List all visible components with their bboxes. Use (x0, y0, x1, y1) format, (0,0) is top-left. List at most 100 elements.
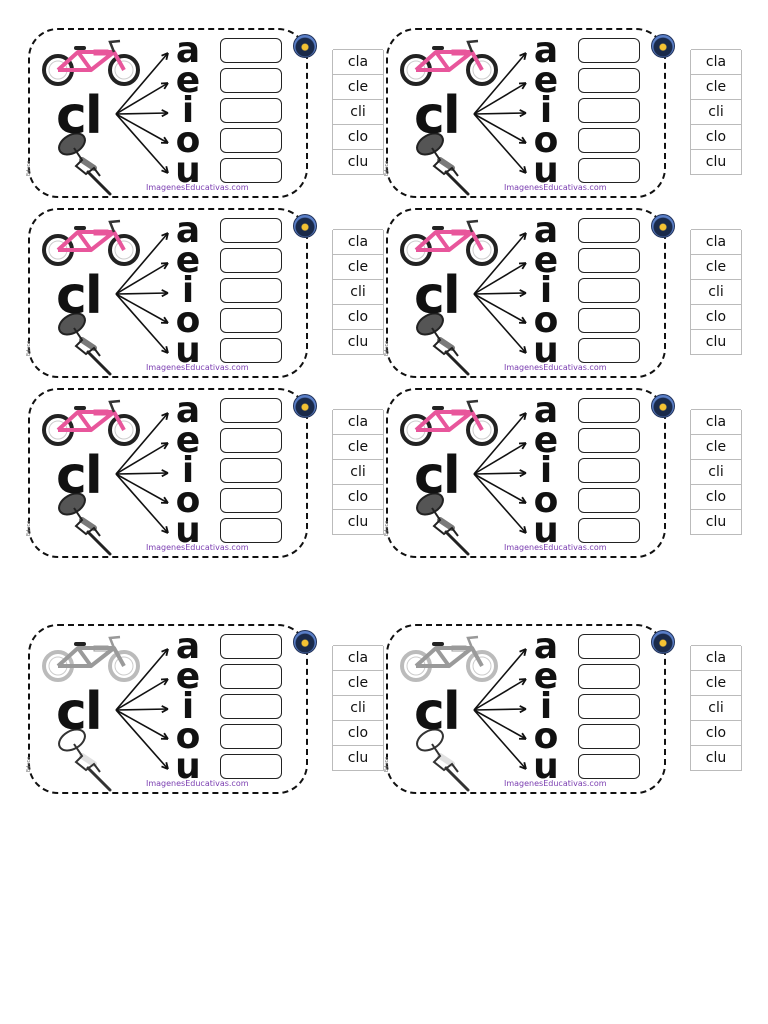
answer-box[interactable] (578, 398, 640, 423)
answer-box[interactable] (578, 458, 640, 483)
syllable-cell[interactable]: clu (333, 509, 383, 535)
thumbtack-icon (410, 720, 472, 792)
answer-box[interactable] (578, 68, 640, 93)
answer-box[interactable] (578, 248, 640, 273)
syllable-cell[interactable]: cla (333, 229, 383, 255)
answer-box[interactable] (578, 128, 640, 153)
syllable-cell[interactable]: cla (333, 49, 383, 75)
syllable-cell[interactable]: clu (691, 509, 741, 535)
answer-box[interactable] (578, 278, 640, 303)
syllable-cell[interactable]: cla (691, 49, 741, 75)
answer-box[interactable] (220, 458, 282, 483)
answer-box[interactable] (578, 754, 640, 779)
answer-box[interactable] (220, 488, 282, 513)
syllable-cell[interactable]: clo (691, 304, 741, 330)
thumbtack-icon (52, 304, 114, 376)
answer-box[interactable] (578, 634, 640, 659)
syllable-cell[interactable]: clo (691, 124, 741, 150)
syllable-cell[interactable]: clo (333, 720, 383, 746)
syllable-cell[interactable]: clo (691, 720, 741, 746)
vowel-letter: i (181, 450, 195, 491)
answer-box[interactable] (220, 428, 282, 453)
answer-box[interactable] (220, 128, 282, 153)
answer-box[interactable] (220, 68, 282, 93)
syllable-cell[interactable]: cli (333, 279, 383, 305)
thumbtack-icon (410, 124, 472, 196)
syllable-cell[interactable]: clo (691, 484, 741, 510)
syllable-cell[interactable]: clu (691, 149, 741, 175)
syllable-cell[interactable]: cle (691, 74, 741, 100)
answer-box[interactable] (220, 278, 282, 303)
answer-box[interactable] (578, 518, 640, 543)
dashed-card-border (28, 208, 308, 378)
answer-box[interactable] (578, 218, 640, 243)
answer-box[interactable] (220, 38, 282, 63)
vowel-letter: u (175, 330, 201, 371)
answer-box[interactable] (220, 754, 282, 779)
vowel-letter: i (181, 686, 195, 727)
syllable-cell[interactable]: cli (333, 459, 383, 485)
vowel-letter: u (533, 746, 559, 787)
answer-box[interactable] (578, 158, 640, 183)
answer-box[interactable] (220, 694, 282, 719)
answer-box[interactable] (578, 38, 640, 63)
answer-box[interactable] (578, 338, 640, 363)
vowel-letter: o (533, 480, 559, 521)
syllable-cell[interactable]: cle (333, 434, 383, 460)
syllable-cell[interactable]: cla (691, 409, 741, 435)
syllable-cell[interactable]: cla (691, 645, 741, 671)
answer-box[interactable] (220, 158, 282, 183)
syllable-cell[interactable]: clo (333, 484, 383, 510)
answer-box[interactable] (220, 338, 282, 363)
syllable-cell[interactable]: clu (333, 745, 383, 771)
answer-box[interactable] (220, 218, 282, 243)
bicycle-icon (36, 218, 146, 266)
syllable-cell[interactable]: cle (691, 434, 741, 460)
syllable-cell[interactable]: clu (333, 149, 383, 175)
answer-box[interactable] (578, 488, 640, 513)
syllable-cell[interactable]: cli (691, 279, 741, 305)
answer-box[interactable] (220, 98, 282, 123)
syllable-base: cl (414, 86, 461, 146)
vowel-letter: i (181, 270, 195, 311)
syllable-cell[interactable]: cle (333, 670, 383, 696)
syllable-cell[interactable]: clo (333, 304, 383, 330)
answer-box[interactable] (578, 98, 640, 123)
answer-box[interactable] (578, 694, 640, 719)
syllable-cell[interactable]: cli (691, 99, 741, 125)
answer-box[interactable] (220, 664, 282, 689)
syllable-cell[interactable]: cle (333, 74, 383, 100)
syllable-cell[interactable]: cla (691, 229, 741, 255)
syllable-cell[interactable]: cle (691, 254, 741, 280)
syllable-cell[interactable]: clo (333, 124, 383, 150)
answer-box[interactable] (578, 664, 640, 689)
syllable-cell[interactable]: cle (691, 670, 741, 696)
answer-box[interactable] (220, 634, 282, 659)
syllable-cell[interactable]: clu (333, 329, 383, 355)
answer-box[interactable] (220, 724, 282, 749)
bicycle-icon (394, 38, 504, 86)
vowel-letter: a (175, 626, 201, 667)
syllable-cell[interactable]: cli (691, 695, 741, 721)
answer-box[interactable] (220, 398, 282, 423)
credit-text: ImagenesEducativas.com (504, 363, 607, 372)
syllable-cell[interactable]: clu (691, 745, 741, 771)
dashed-card-border (28, 624, 308, 794)
dashed-card-border (386, 28, 666, 198)
syllable-cell[interactable]: clu (691, 329, 741, 355)
syllable-cell[interactable]: cle (333, 254, 383, 280)
syllable-cell[interactable]: cli (691, 459, 741, 485)
answer-box[interactable] (578, 308, 640, 333)
answer-box[interactable] (220, 518, 282, 543)
syllable-cell[interactable]: cli (333, 695, 383, 721)
vowel-letter: e (175, 60, 201, 101)
syllable-cell[interactable]: cla (333, 645, 383, 671)
syllable-cell[interactable]: cli (333, 99, 383, 125)
answer-box[interactable] (578, 724, 640, 749)
answer-box[interactable] (578, 428, 640, 453)
answer-box[interactable] (220, 248, 282, 273)
syllable-cell[interactable]: cla (333, 409, 383, 435)
answer-box[interactable] (220, 308, 282, 333)
